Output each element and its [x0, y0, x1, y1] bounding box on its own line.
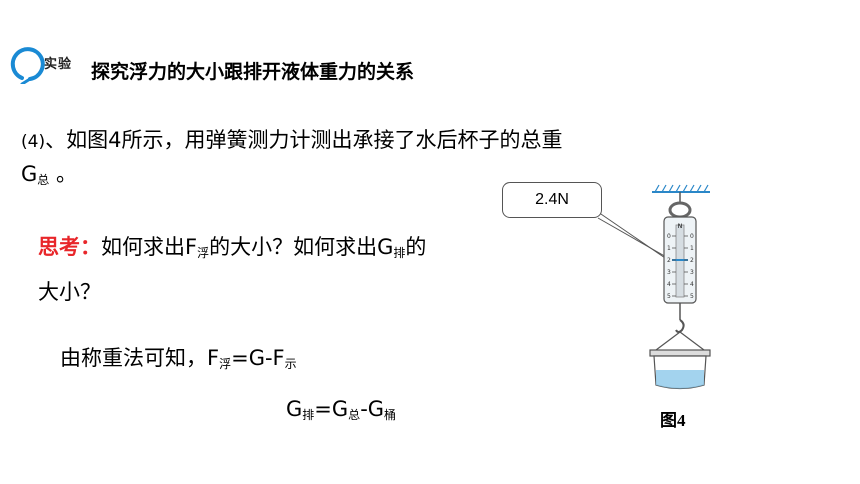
formula2-g1: G — [286, 397, 303, 421]
scale-label-left-3: 3 — [667, 269, 671, 276]
question-text-part1: 如何求出F — [101, 235, 198, 259]
scale-label-right-4: 4 — [690, 281, 694, 288]
formula1-sub-b: 示 — [284, 357, 297, 371]
question-sub1: 浮 — [197, 246, 210, 260]
formula2-eq: =G — [314, 397, 349, 421]
formula1-mid: =G-F — [231, 346, 285, 370]
step-end-mark: 。 — [49, 162, 77, 186]
g-subscript: 总 — [37, 173, 50, 187]
experiment-badge-label: 实验 — [44, 57, 73, 72]
formula2-sub1: 排 — [302, 408, 315, 422]
question-sub2: 排 — [393, 246, 406, 260]
formula-displaced-weight: G排=G总-G桶 — [286, 397, 396, 421]
question-line1: 思考：如何求出F浮的大小？如何求出G排的 — [38, 231, 426, 261]
scale-label-left-5: 5 — [667, 293, 671, 300]
page-title: 探究浮力的大小跟排开液体重力的关系 — [91, 61, 415, 83]
scale-top-letter: N — [678, 223, 683, 230]
formula2-minus: -G — [360, 397, 385, 421]
formula-buoyancy: 由称重法可知，F浮=G-F示 — [60, 342, 297, 372]
reading-callout: 2.4N — [502, 182, 602, 218]
question-text-part2: 的大小？如何求出G — [209, 235, 394, 259]
scale-label-left-0: 0 — [667, 233, 671, 240]
formula2-sub3: 桶 — [384, 408, 397, 422]
scale-label-right-0: 0 — [690, 233, 694, 240]
scale-label-left-1: 1 — [667, 245, 671, 252]
step-text-line1: (4)、如图4所示，用弹簧测力计测出承接了水后杯子的总重 — [21, 124, 562, 154]
scale-label-right-3: 3 — [690, 269, 694, 276]
step-text: 、如图4所示，用弹簧测力计测出承接了水后杯子的总重 — [45, 128, 563, 152]
scale-label-right-1: 1 — [690, 245, 694, 252]
scale-label-left-2: 2 — [667, 257, 671, 264]
experiment-badge-icon — [10, 47, 45, 84]
step-number: (4) — [21, 132, 46, 152]
question-text-part3: 的 — [405, 235, 427, 259]
scale-label-right-5: 5 — [690, 293, 694, 300]
formula2-sub2: 总 — [348, 408, 361, 422]
step-text-line2: G总 。 — [21, 158, 77, 188]
question-line2: 大小？ — [38, 280, 101, 304]
spring-scale-figure: N 0 1 2 3 4 5 0 1 2 3 4 5 — [597, 184, 711, 390]
scale-label-right-2: 2 — [690, 257, 694, 264]
question-label: 思考： — [38, 235, 101, 259]
formula1-sub-a: 浮 — [219, 357, 232, 371]
scale-label-left-4: 4 — [667, 281, 671, 288]
formula1-prefix: 由称重法可知，F — [60, 346, 220, 370]
figure-caption: 图4 — [660, 411, 686, 430]
g-symbol: G — [21, 162, 38, 186]
